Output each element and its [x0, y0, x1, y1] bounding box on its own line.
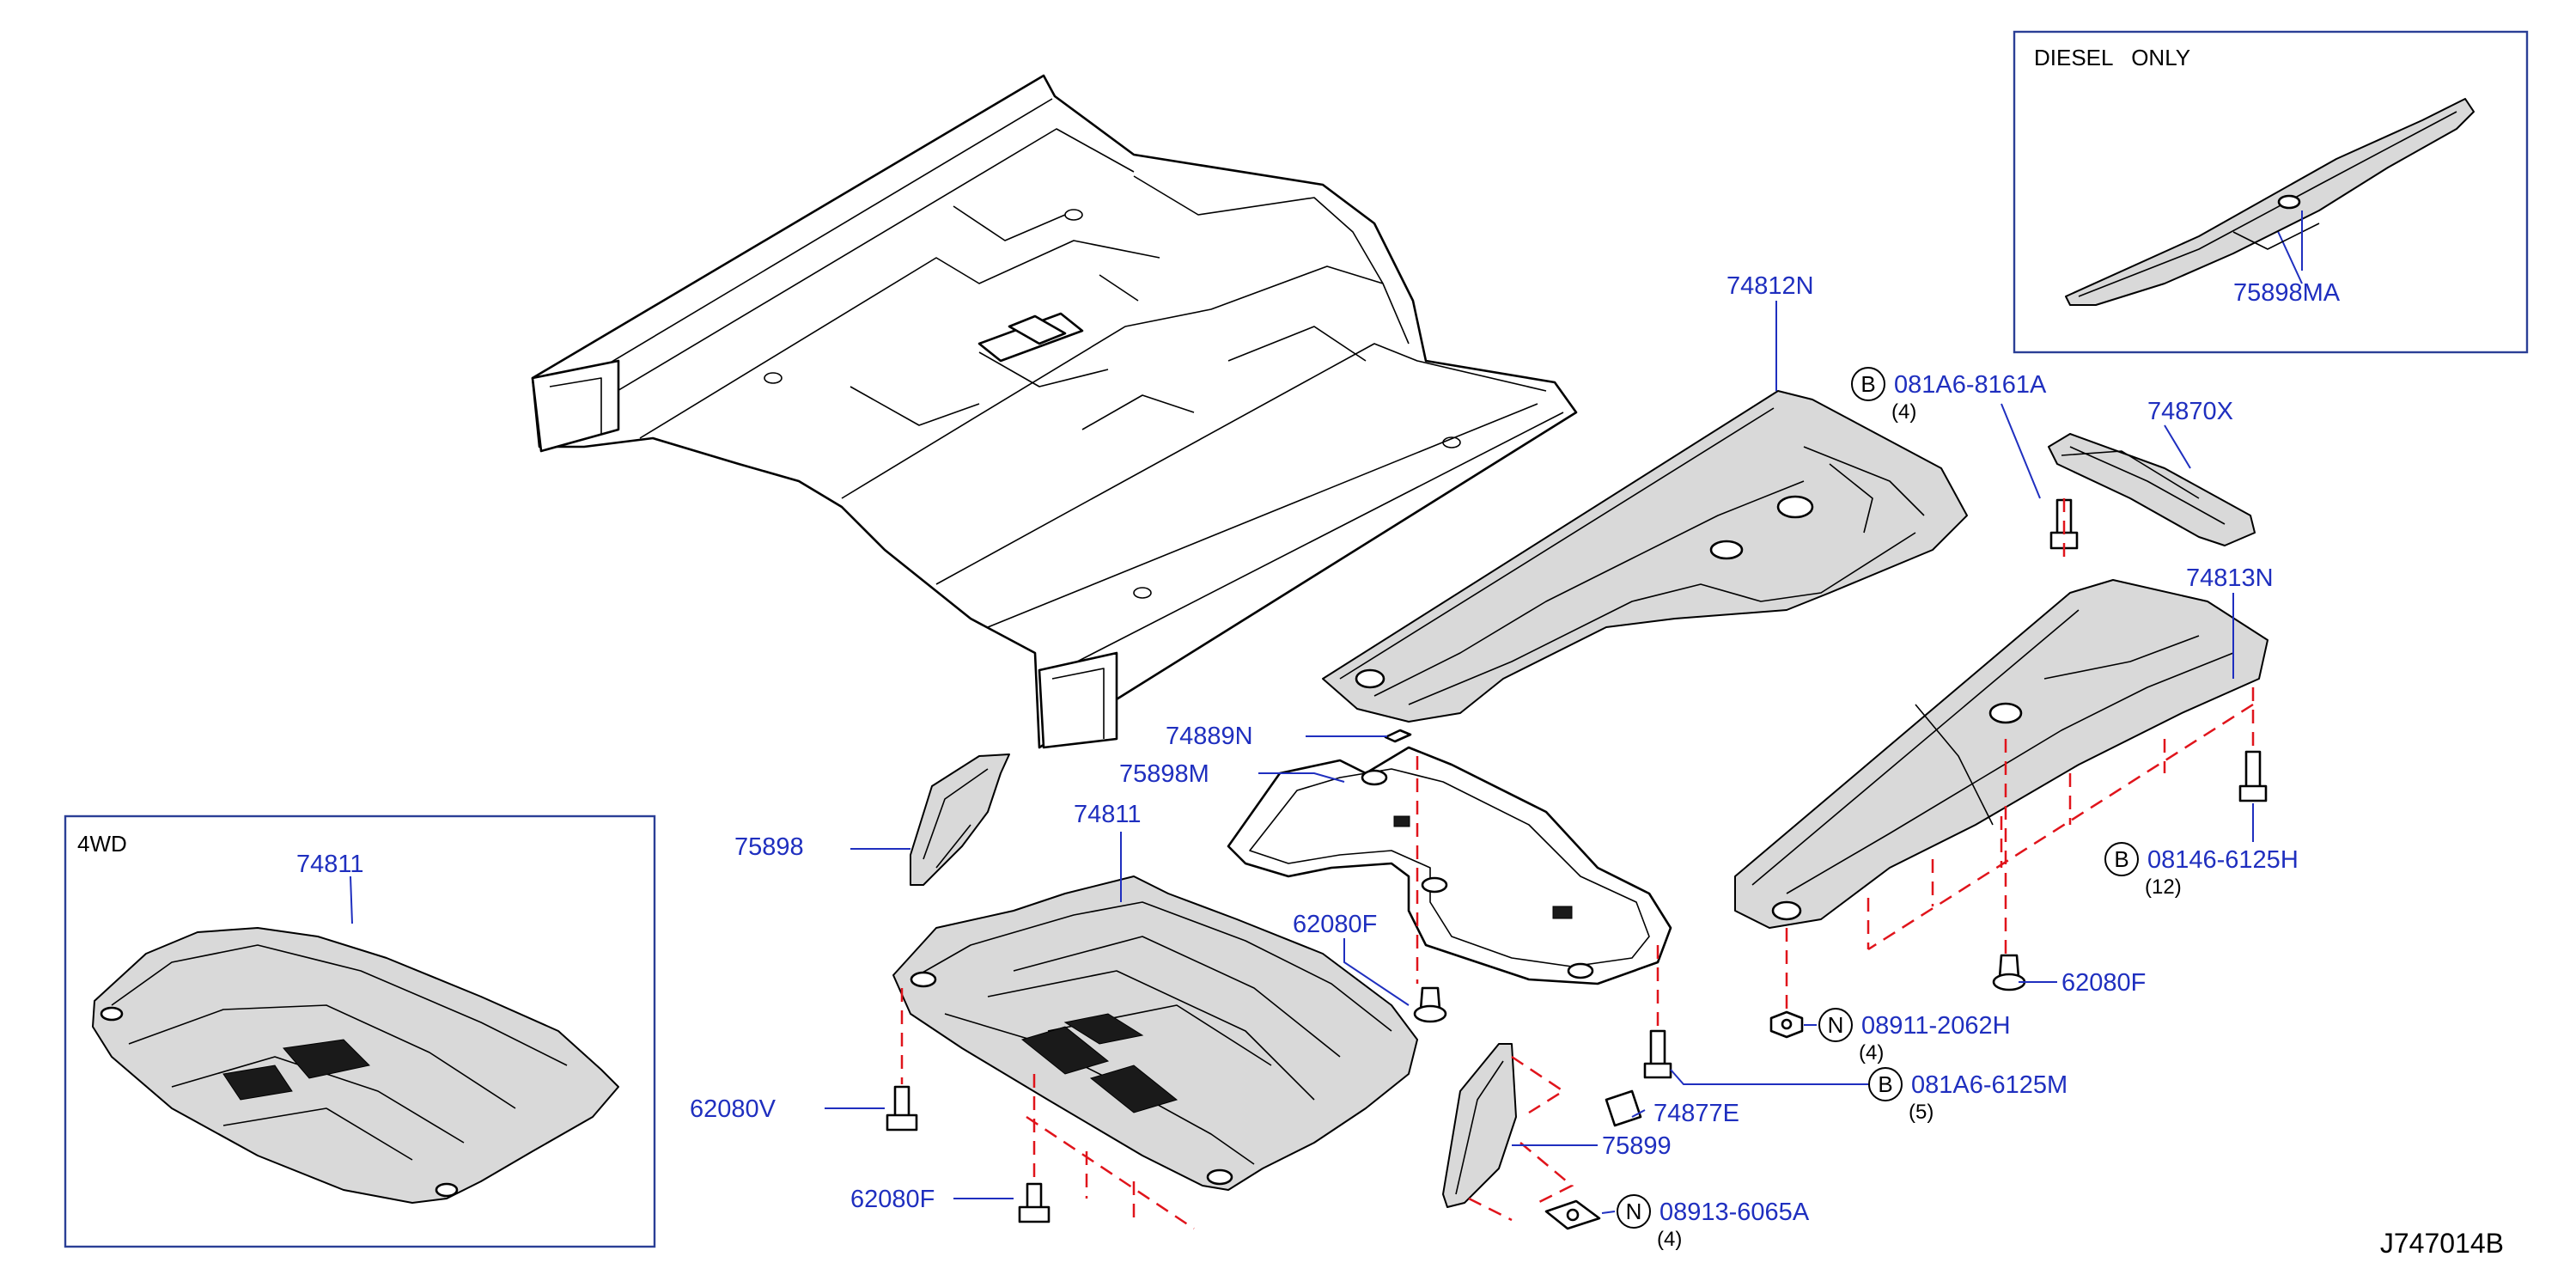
callout-qty: (4) — [1859, 1041, 1884, 1065]
part-74813N-illustration — [1734, 579, 2268, 929]
label-74813N: 74813N — [2186, 564, 2274, 592]
callout-qty: (12) — [2145, 875, 2182, 899]
callout-number: 08913-6065A — [1659, 1199, 1810, 1226]
mounting-line-group — [900, 498, 2255, 1230]
label-74877E: 74877E — [1653, 1100, 1739, 1127]
callout-qty: (5) — [1909, 1101, 1934, 1124]
part-75899-illustration — [1442, 1043, 1517, 1208]
label-74811: 74811 — [1074, 801, 1142, 828]
inset-diesel-title: DIESEL ONLY — [2034, 45, 2190, 70]
part-74889N-illustration — [1384, 729, 1412, 743]
callout-08913-6065A: N 08913-6065A (4) — [1617, 1194, 1810, 1251]
label-74889N: 74889N — [1166, 723, 1253, 750]
label-62080V: 62080V — [690, 1095, 776, 1123]
callout-081A6-6125M: B 081A6-6125M (5) — [1868, 1067, 2067, 1124]
callout-qty: (4) — [1891, 400, 1916, 424]
label-75899: 75899 — [1602, 1132, 1672, 1160]
part-75898-illustration — [910, 753, 1010, 886]
callout-number: 081A6-6125M — [1911, 1071, 2067, 1099]
callout-prefix: B — [2114, 846, 2128, 872]
callout-number: 081A6-8161A — [1894, 371, 2047, 399]
callout-prefix: N — [1626, 1199, 1642, 1224]
inset-diesel-only: DIESEL ONLY 75898MA — [2013, 30, 2529, 354]
callout-081A6-8161A: B 081A6-8161A (4) — [1851, 367, 2047, 424]
floor-panel-illustration — [531, 74, 1578, 749]
fastener-illustrations — [886, 498, 2268, 1230]
label-62080F-centre: 62080F — [1293, 911, 1377, 938]
label-75898M: 75898M — [1119, 760, 1209, 788]
part-74870X-illustration — [2048, 433, 2256, 546]
part-74812N-illustration — [1322, 390, 1968, 723]
diagram-id: J747014B — [2380, 1228, 2504, 1259]
callout-number: 08146-6125H — [2147, 846, 2299, 874]
label-75898: 75898 — [734, 833, 804, 861]
part-75898M-illustration — [1227, 746, 1672, 985]
callout-prefix: N — [1828, 1012, 1844, 1038]
part-74811-illustration — [892, 875, 1418, 1191]
callout-08146-6125H: B 08146-6125H (12) — [2104, 842, 2299, 899]
callout-number: 08911-2062H — [1861, 1012, 2011, 1040]
label-62080F-right: 62080F — [2061, 969, 2146, 997]
label-62080F-lower: 62080F — [850, 1186, 935, 1213]
inset-4wd: 4WD 74811 — [64, 814, 656, 1248]
callout-08911-2062H: N 08911-2062H (4) — [1818, 1008, 2011, 1065]
leader-lines — [350, 227, 2303, 1214]
inset-4wd-title: 4WD — [77, 831, 127, 857]
label-74870X: 74870X — [2147, 398, 2233, 425]
label-74812N: 74812N — [1726, 272, 1814, 300]
label-75898MA: 75898MA — [2233, 279, 2341, 307]
label-74811-4wd: 74811 — [296, 851, 364, 878]
callout-qty: (4) — [1657, 1228, 1682, 1251]
callout-prefix: B — [1878, 1071, 1892, 1097]
callout-prefix: B — [1860, 371, 1875, 397]
